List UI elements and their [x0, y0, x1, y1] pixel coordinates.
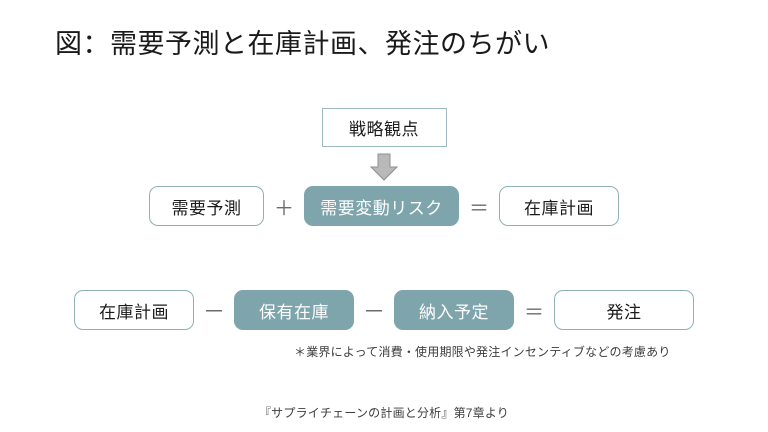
term-inventory-plan: 在庫計画	[74, 290, 194, 330]
term-order: 発注	[554, 290, 694, 330]
operator-plus: ＋	[274, 197, 294, 220]
term-label: 発注	[606, 302, 642, 322]
term-label: 在庫計画	[99, 302, 169, 322]
source-citation: 『サプライチェーンの計画と分析』第7章より	[258, 406, 510, 420]
term-label: 需要予測	[171, 198, 242, 218]
strategy-viewpoint-label: 戦略観点	[349, 120, 419, 139]
term-inventory-plan: 在庫計画	[499, 186, 619, 226]
term-label: 納入予定	[419, 302, 489, 322]
term-scheduled-delivery: 納入予定	[394, 290, 514, 330]
equation-row-inventory-plan-to-order: 在庫計画 － 保有在庫 － 納入予定 ＝ 発注	[0, 290, 768, 330]
down-block-arrow-icon	[369, 153, 399, 181]
term-label: 需要変動リスク	[320, 198, 443, 218]
operator-equals: ＝	[469, 197, 489, 220]
strategy-viewpoint-group: 戦略観点	[0, 108, 768, 181]
strategy-viewpoint-box: 戦略観点	[321, 108, 447, 147]
term-demand-forecast: 需要予測	[149, 186, 264, 226]
term-label: 在庫計画	[524, 198, 594, 218]
term-on-hand-inventory: 保有在庫	[234, 290, 354, 330]
operator-minus-2: －	[362, 299, 385, 324]
page-title: 図：需要予測と在庫計画、発注のちがい	[55, 29, 550, 59]
equation-row-demand-to-inventory-plan: 需要予測 ＋ 需要変動リスク ＝ 在庫計画	[0, 186, 768, 226]
operator-equals: ＝	[524, 301, 544, 324]
footnote-text: ＊業界によって消費・使用期限や発注インセンティブなどの考慮あり	[294, 345, 671, 359]
term-demand-variability-risk: 需要変動リスク	[304, 186, 459, 226]
operator-minus-1: －	[202, 299, 225, 324]
term-label: 保有在庫	[259, 302, 329, 322]
